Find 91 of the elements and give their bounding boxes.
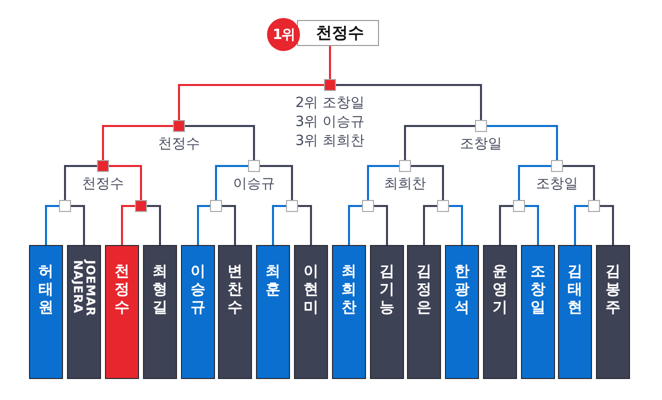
player-name: 변찬수	[226, 262, 244, 316]
bracket-line	[336, 84, 482, 120]
player-card	[294, 245, 328, 379]
junction-square	[475, 120, 487, 132]
player-card	[181, 245, 215, 379]
bracket-line	[404, 125, 475, 160]
player-name: 윤영기	[492, 262, 508, 316]
bracket-line	[64, 165, 97, 200]
bracket-line	[563, 165, 595, 200]
bracket-line	[600, 205, 614, 245]
player-card	[218, 245, 252, 379]
player-name: 최형길	[152, 262, 168, 316]
bracket-line	[348, 205, 362, 245]
winner-label: 천정수	[158, 135, 200, 154]
bracket-line	[197, 205, 210, 245]
bracket-line	[102, 125, 173, 160]
winner-label: 이승규	[233, 175, 275, 194]
junction-square	[588, 200, 600, 212]
bracket-line	[423, 205, 437, 245]
winner-label: 조창일	[460, 135, 502, 154]
junction-square	[324, 79, 336, 91]
player-name: 허태원	[38, 262, 54, 316]
ranking-label: 2위 조창일	[295, 94, 365, 113]
winner-label: 조창일	[536, 175, 578, 194]
player-name: 김기능	[378, 262, 396, 316]
junction-square	[97, 160, 109, 172]
player-card	[521, 245, 555, 379]
junction-square	[248, 160, 260, 172]
player-name: 김태현	[566, 262, 584, 316]
player-card	[596, 245, 630, 379]
junction-square	[210, 200, 222, 212]
bracket-line	[518, 165, 551, 200]
player-name: 김정은	[416, 262, 432, 316]
player-name: JOEMAR NAJERA	[71, 260, 97, 318]
junction-square	[513, 200, 525, 212]
ranking-label: 3위 이승규	[295, 113, 365, 132]
bracket-line	[487, 125, 558, 160]
junction-square	[362, 200, 374, 212]
bracket-line	[411, 165, 444, 200]
player-card	[370, 245, 404, 379]
junction-square	[399, 160, 411, 172]
bracket-line	[367, 165, 399, 200]
player-card	[143, 245, 177, 379]
bracket-line	[185, 125, 255, 160]
bracket-line	[298, 205, 312, 245]
player-name: 천정수	[114, 262, 130, 316]
bracket-line	[272, 205, 286, 245]
junction-square	[437, 200, 449, 212]
player-card	[105, 245, 139, 379]
bracket-line	[525, 205, 539, 245]
player-name: 김봉주	[604, 262, 622, 316]
bracket-line	[147, 205, 161, 245]
player-name: 최희찬	[340, 262, 358, 316]
bracket-line	[121, 205, 135, 245]
player-name: 최훈	[264, 262, 282, 298]
rank-badge	[267, 18, 300, 51]
bracket-line	[109, 165, 142, 200]
player-name: 한광석	[454, 262, 470, 316]
player-card	[558, 245, 592, 379]
champion-box	[297, 20, 379, 46]
bracket-line	[329, 46, 331, 79]
winner-label: 천정수	[82, 175, 124, 194]
rank-label: 1위	[272, 26, 294, 44]
player-name: 이현미	[302, 262, 320, 316]
player-card	[445, 245, 479, 379]
junction-square	[59, 200, 71, 212]
bracket-line	[45, 205, 59, 245]
bracket-line	[449, 205, 463, 245]
champion-name: 천정수	[315, 22, 364, 44]
junction-square	[286, 200, 298, 212]
bracket-line	[260, 165, 293, 200]
player-card	[483, 245, 517, 379]
bracket-line	[374, 205, 388, 245]
bracket-line	[71, 205, 85, 245]
bracket-line	[215, 165, 248, 200]
ranking-label: 3위 최희찬	[295, 132, 365, 151]
player-card	[29, 245, 63, 379]
junction-square	[135, 200, 147, 212]
junction-square	[551, 160, 563, 172]
player-card	[332, 245, 366, 379]
player-name: 조창일	[530, 262, 546, 316]
player-name: 이승규	[190, 262, 206, 316]
winner-label: 최희찬	[384, 175, 426, 194]
player-card	[67, 245, 101, 379]
bracket-line	[499, 205, 513, 245]
player-card	[407, 245, 441, 379]
bracket-line	[574, 205, 588, 245]
bracket-line	[178, 84, 324, 120]
junction-square	[173, 120, 185, 132]
bracket-line	[222, 205, 236, 245]
player-card	[256, 245, 290, 379]
